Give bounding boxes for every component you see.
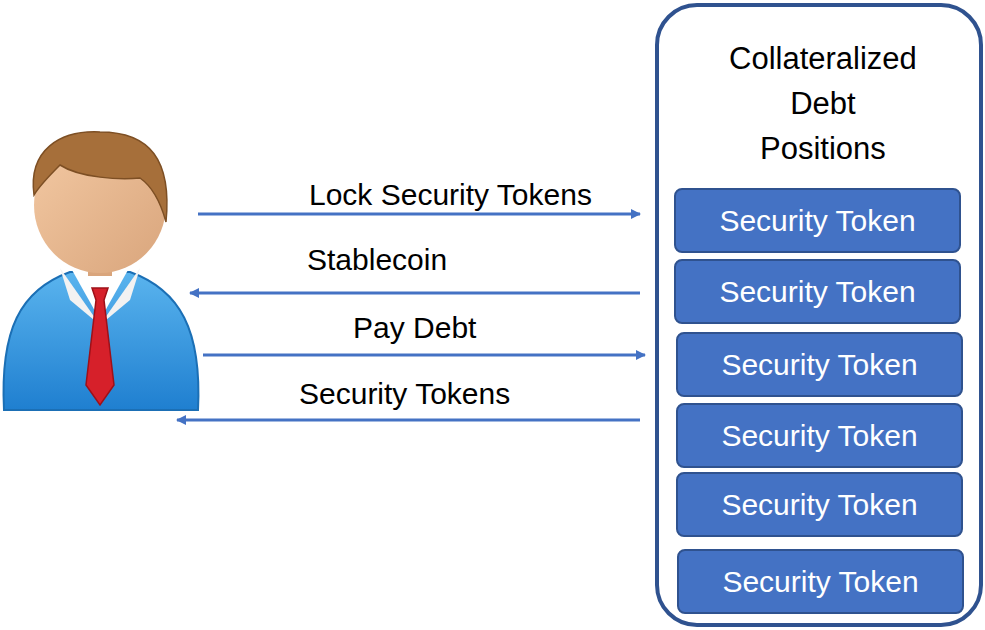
cdp-container: Collateralized Debt PositionsSecurity To… xyxy=(655,3,983,627)
arrow-label: Security Tokens xyxy=(299,377,510,411)
arrow-label: Pay Debt xyxy=(353,311,476,345)
arrow-line xyxy=(190,292,640,295)
arrow-label: Stablecoin xyxy=(307,243,447,277)
security-token-box: Security Token xyxy=(676,472,963,537)
security-token-box: Security Token xyxy=(676,332,963,397)
token-label: Security Token xyxy=(719,275,915,309)
container-title: Collateralized Debt Positions xyxy=(729,37,917,172)
flow-arrows xyxy=(177,214,645,420)
token-label: Security Token xyxy=(719,204,915,238)
arrow-line xyxy=(203,354,645,357)
arrow-line xyxy=(177,419,640,422)
security-token-box: Security Token xyxy=(677,549,964,614)
security-token-box: Security Token xyxy=(676,403,963,468)
token-label: Security Token xyxy=(721,488,917,522)
arrow-label: Lock Security Tokens xyxy=(309,178,592,212)
token-label: Security Token xyxy=(722,565,918,599)
token-label: Security Token xyxy=(721,419,917,453)
security-token-box: Security Token xyxy=(674,188,961,253)
arrow-line xyxy=(198,213,640,216)
person-icon xyxy=(4,132,199,410)
security-token-box: Security Token xyxy=(674,259,961,324)
token-label: Security Token xyxy=(721,348,917,382)
